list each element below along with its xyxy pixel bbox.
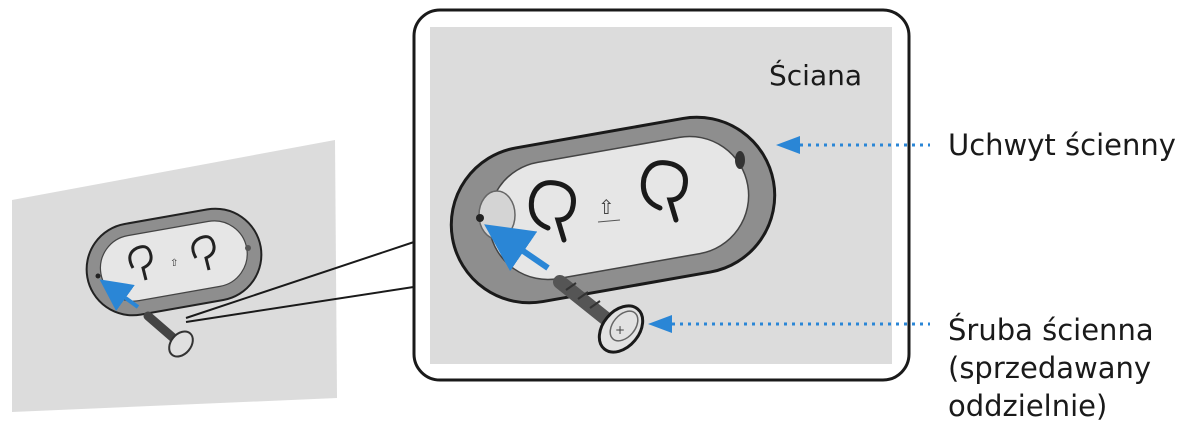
up-arrow-icon: ⇧ [598,195,615,219]
wall-screw-icon: + [553,275,645,354]
svg-text:⇧: ⇧ [170,258,178,269]
wall-screw-note-line1: (sprzedawany [948,351,1152,385]
screw-pointer [648,315,930,333]
small-wall-bracket-icon: ⇧ [85,207,263,317]
keyhole-slot-icon [528,160,688,243]
wall-bracket-label: Uchwyt ścienny [948,128,1176,162]
wall-label: Ściana [769,59,863,92]
screw-insert-arrow-icon [484,224,550,272]
bracket-pointer [776,136,930,154]
small-arrow-icon [99,279,140,311]
wall-screw-label: Śruba ścienna [948,313,1154,347]
wall-screw-note-line2: oddzielnie) [948,389,1108,423]
small-wall-screw-icon [143,311,194,358]
svg-text:+: + [615,323,625,337]
